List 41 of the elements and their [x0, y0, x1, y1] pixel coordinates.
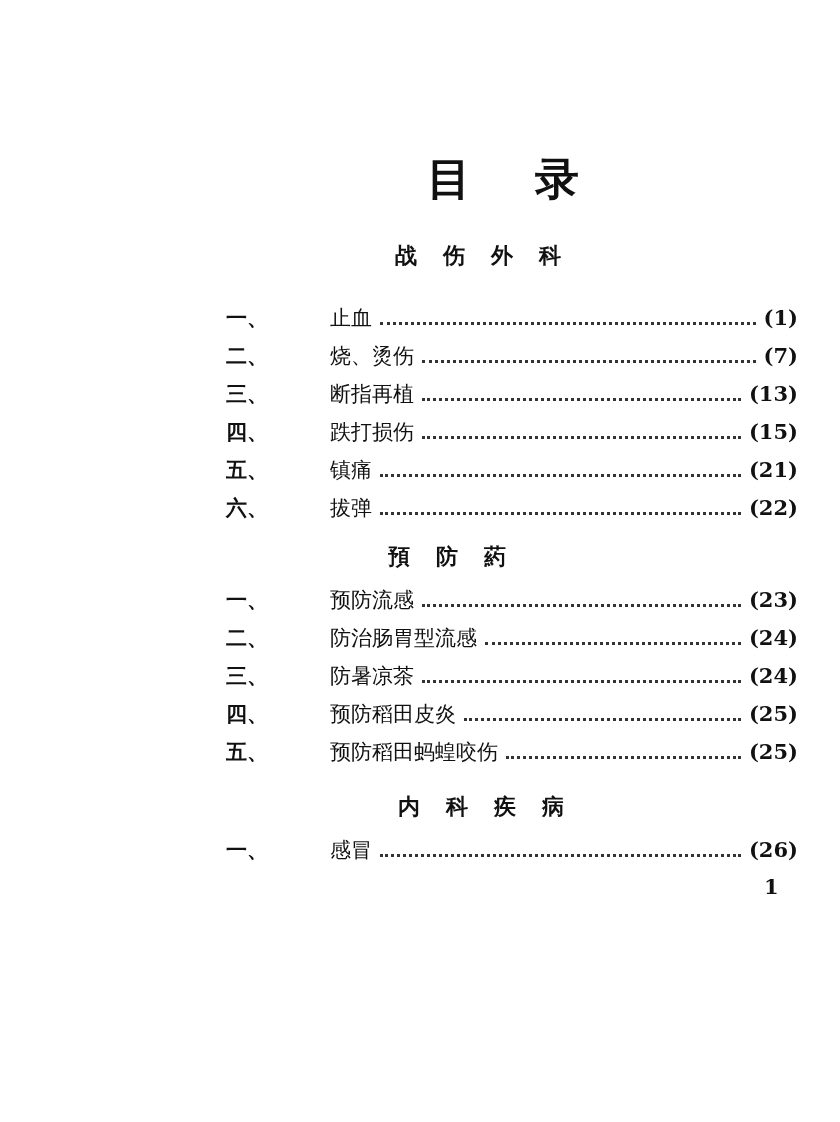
page-reference: (26)	[748, 837, 798, 862]
entry-title: 感冒	[330, 837, 372, 864]
item-number: 五、	[226, 738, 268, 766]
page-number: 1	[764, 874, 779, 899]
page-reference: (1)	[763, 305, 798, 330]
item-number: 一、	[226, 586, 268, 614]
page-reference: (24)	[748, 625, 798, 650]
section-heading: 战伤外科	[395, 241, 587, 270]
page-reference: (22)	[748, 495, 798, 520]
page-reference: (25)	[748, 701, 798, 726]
item-number: 三、	[226, 380, 268, 408]
entry-title: 烧、烫伤	[330, 343, 414, 370]
item-number: 二、	[226, 624, 268, 652]
page-reference: (24)	[748, 663, 798, 688]
entry-title: 镇痛	[330, 457, 372, 484]
entry-title: 拔弹	[330, 495, 372, 522]
section-heading: 預防葯	[388, 542, 532, 571]
page-reference: (15)	[748, 419, 798, 444]
item-number: 六、	[226, 494, 268, 522]
item-number: 五、	[226, 456, 268, 484]
page-reference: (13)	[748, 381, 798, 406]
entry-title: 预防稻田蚂蝗咬伤	[330, 739, 498, 766]
entry-title: 预防稻田皮炎	[330, 701, 456, 728]
page-reference: (7)	[763, 343, 798, 368]
entry-title: 跌打损伤	[330, 419, 414, 446]
entry-title: 防治肠胃型流感	[330, 625, 477, 652]
item-number: 四、	[226, 700, 268, 728]
section-heading: 内科疾病	[398, 792, 590, 821]
page-reference: (23)	[748, 587, 798, 612]
item-number: 四、	[226, 418, 268, 446]
entry-title: 防暑凉茶	[330, 663, 414, 690]
page-reference: (21)	[748, 457, 798, 482]
item-number: 一、	[226, 304, 268, 332]
page-reference: (25)	[748, 739, 798, 764]
item-number: 一、	[226, 836, 268, 864]
entry-title: 断指再植	[330, 381, 414, 408]
page-title: 目录	[427, 152, 643, 206]
item-number: 二、	[226, 342, 268, 370]
entry-title: 止血	[330, 305, 372, 332]
entry-title: 预防流感	[330, 587, 414, 614]
item-number: 三、	[226, 662, 268, 690]
